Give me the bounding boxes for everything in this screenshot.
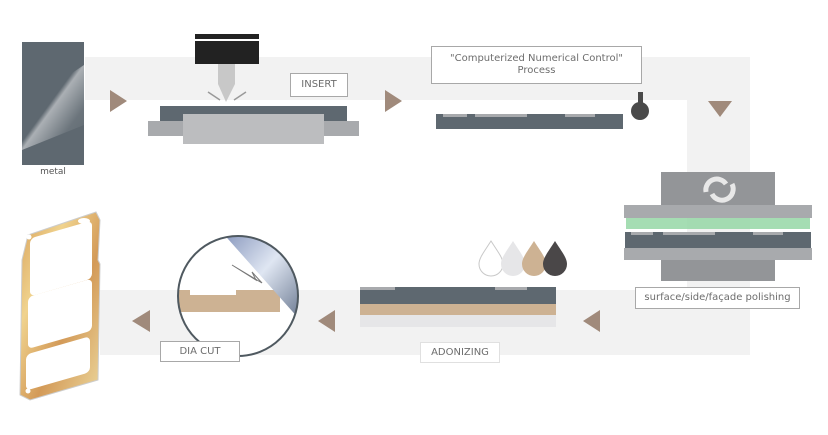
polishing-machine-icon [624, 172, 812, 281]
cnc-label-line1: "Computerized Numerical Control" [450, 53, 623, 64]
dye-drops-icon [478, 240, 567, 277]
insert-label: INSERT [290, 73, 348, 97]
flow-arrows [110, 90, 732, 332]
arrow-left-icon [583, 310, 600, 332]
anodized-plate-icon [360, 287, 556, 327]
phone-frame-icon [19, 211, 101, 401]
arrow-right-icon [385, 90, 402, 112]
arrow-right-icon [110, 90, 127, 112]
cnc-label-line2: Process [517, 65, 556, 76]
dia-cut-label: DIA CUT [160, 341, 240, 362]
cnc-tool-icon [638, 92, 643, 104]
arrow-down-icon [708, 101, 732, 117]
cnc-plate-icon [436, 92, 649, 129]
arrow-left-icon [318, 310, 335, 332]
arrow-left-icon [132, 310, 150, 332]
polishing-label: surface/side/façade polishing [635, 287, 800, 309]
metal-label: metal [40, 167, 66, 177]
rotate-icon [703, 176, 736, 203]
metal-block-icon [22, 42, 84, 165]
insert-drill-icon [148, 34, 359, 144]
anodizing-label: ADONIZING [420, 342, 500, 363]
dia-cut-magnifier-icon [177, 235, 299, 357]
cnc-label: "Computerized Numerical Control" Process [431, 46, 642, 84]
